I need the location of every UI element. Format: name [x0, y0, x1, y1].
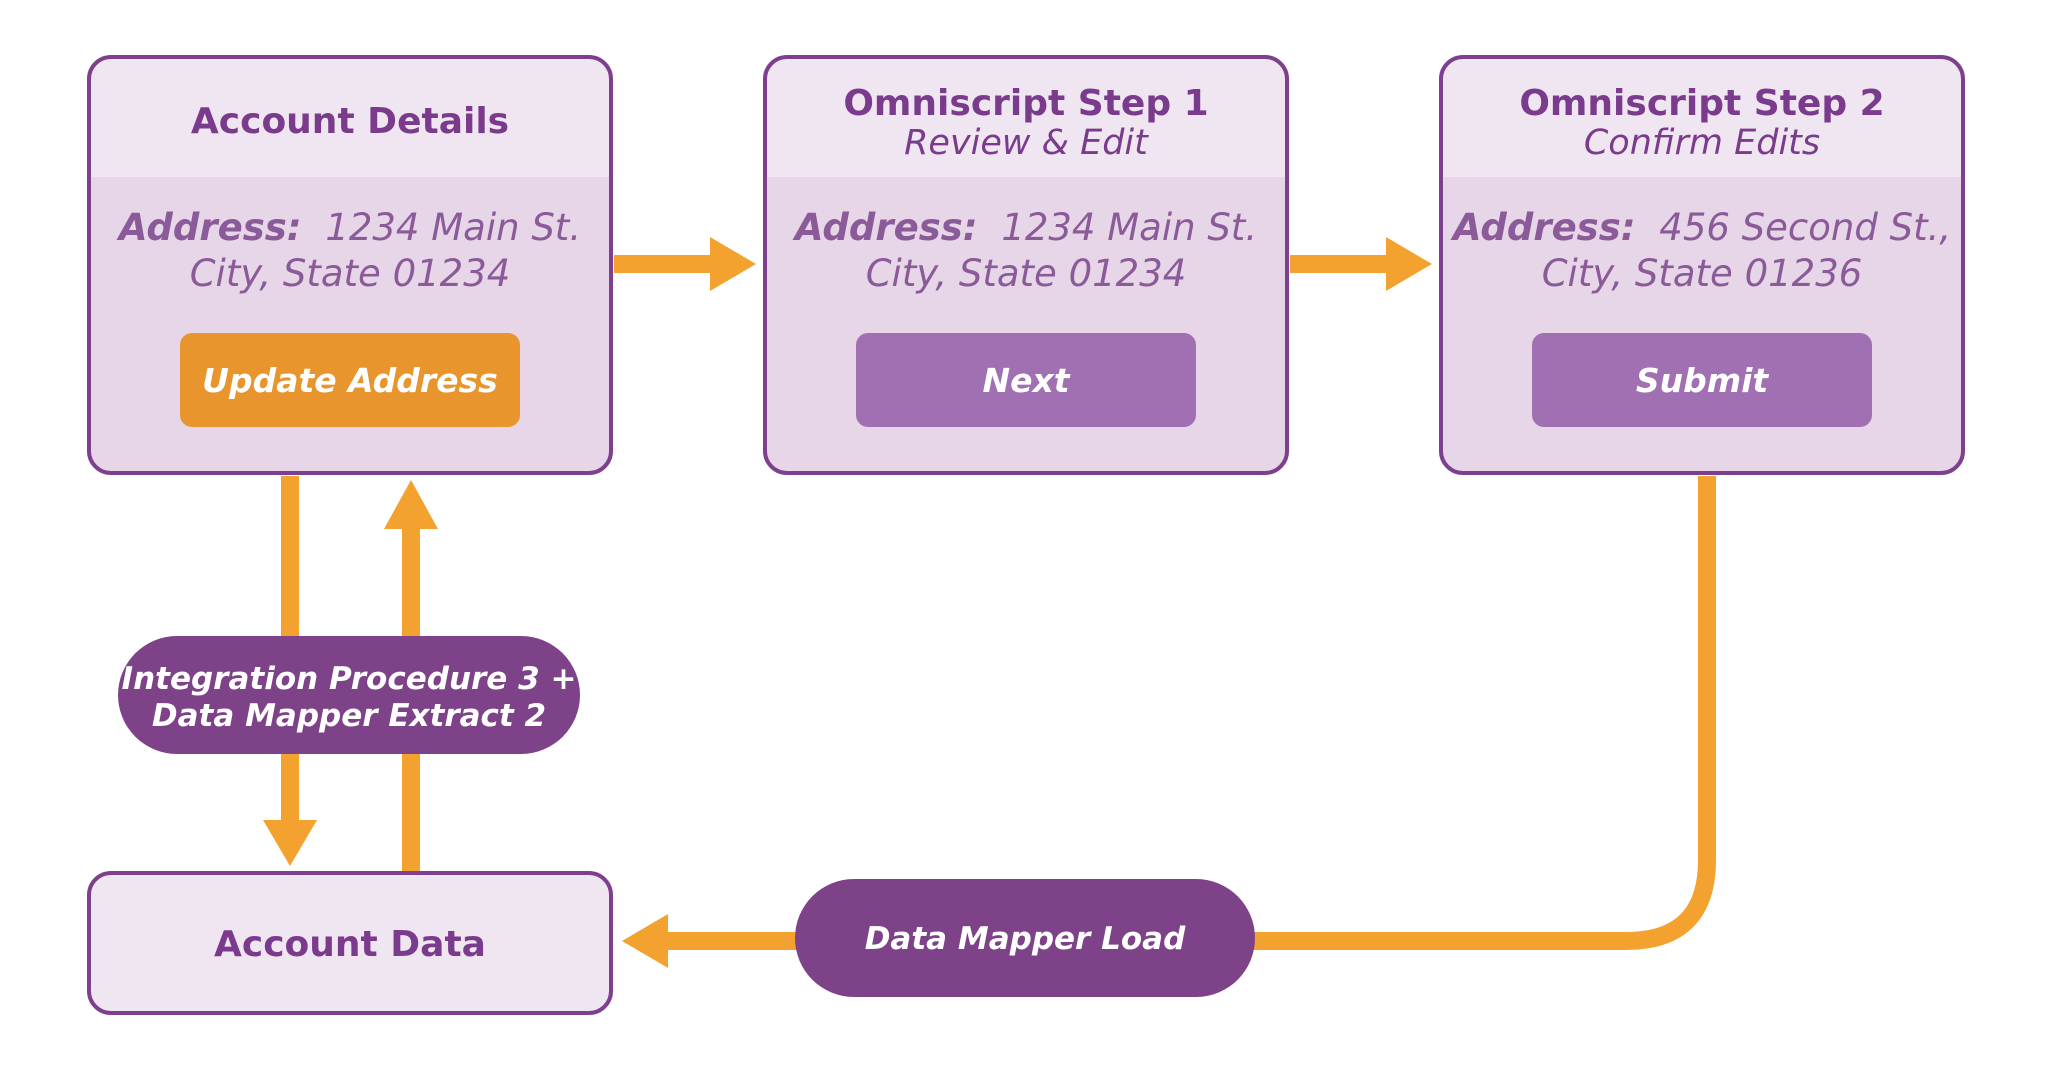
next-button[interactable]: Next	[856, 333, 1196, 427]
address-line-1: Address: 1234 Main St.	[116, 206, 581, 249]
account-data-title: Account Data	[214, 924, 486, 965]
address-value: 1234 Main St.	[325, 206, 581, 249]
integration-pill-line-1: Integration Procedure 3 +	[122, 661, 577, 697]
card-account-details: Account Details Address: 1234 Main St. C…	[87, 55, 613, 475]
card-omniscript-step-2: Omniscript Step 2 Confirm Edits Address:…	[1439, 55, 1965, 475]
data-mapper-load-pill: Data Mapper Load	[795, 879, 1255, 997]
address-line-2: City, State 01236	[1542, 252, 1863, 295]
account-data-box: Account Data	[87, 871, 613, 1015]
submit-button[interactable]: Submit	[1532, 333, 1872, 427]
integration-procedure-pill: Integration Procedure 3 + Data Mapper Ex…	[118, 636, 580, 754]
address-value: 1234 Main St.	[1001, 206, 1257, 249]
arrow-step2-return-path	[1250, 476, 1716, 950]
card-header	[765, 57, 1287, 177]
update-address-button[interactable]: Update Address	[180, 333, 520, 427]
data-mapper-load-label: Data Mapper Load	[865, 921, 1186, 957]
card-omniscript-step-1: Omniscript Step 1 Review & Edit Address:…	[763, 55, 1289, 475]
submit-button-label: Submit	[1636, 361, 1770, 400]
integration-pill-line-2: Data Mapper Extract 2	[152, 698, 546, 734]
card-subtitle: Confirm Edits	[1584, 123, 1820, 163]
address-label: Address:	[1450, 206, 1636, 249]
card-header	[89, 57, 611, 177]
address-line-2: City, State 01234	[866, 252, 1187, 295]
address-label: Address:	[792, 206, 978, 249]
card-subtitle: Review & Edit	[904, 123, 1149, 163]
update-address-button-label: Update Address	[202, 361, 498, 400]
arrow-step1-to-step2	[1290, 237, 1432, 291]
card-header	[1441, 57, 1963, 177]
address-value: 456 Second St.,	[1659, 206, 1951, 249]
card-title: Omniscript Step 1	[843, 83, 1208, 124]
address-line-1: Address: 456 Second St.,	[1450, 206, 1951, 249]
next-button-label: Next	[982, 361, 1070, 400]
card-title: Omniscript Step 2	[1519, 83, 1884, 124]
arrow-details-to-step1	[614, 237, 756, 291]
address-line-1: Address: 1234 Main St.	[792, 206, 1257, 249]
card-title: Account Details	[191, 101, 509, 142]
address-line-2: City, State 01234	[190, 252, 511, 295]
address-label: Address:	[116, 206, 302, 249]
arrow-into-account-data	[622, 914, 800, 968]
